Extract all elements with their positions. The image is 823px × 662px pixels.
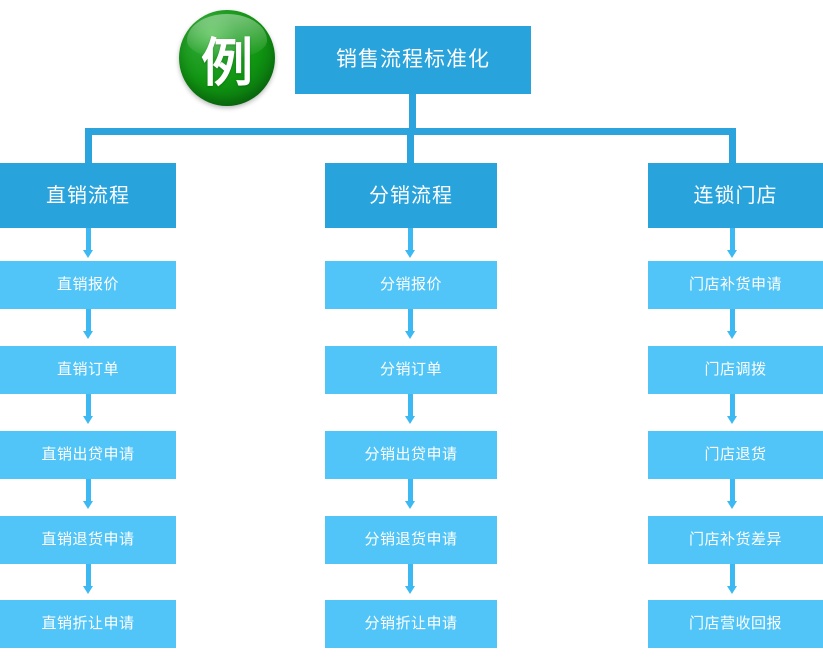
step-node-3-3[interactable]: 门店退货 — [648, 431, 823, 479]
step-node-3-2-label: 门店调拨 — [704, 360, 767, 378]
step-node-1-3-label: 直销出贷申请 — [41, 445, 135, 463]
connector-2-2 — [408, 394, 413, 419]
step-node-2-1-label: 分销报价 — [379, 275, 442, 293]
step-node-2-2-label: 分销订单 — [379, 360, 442, 378]
step-node-3-5[interactable]: 门店营收回报 — [648, 600, 823, 648]
branch-node-1[interactable]: 直销流程 — [0, 163, 176, 228]
connector-2-3 — [408, 479, 413, 504]
connector-1-0 — [86, 228, 91, 253]
arrow-3-4 — [727, 586, 737, 594]
step-node-3-1[interactable]: 门店补货申请 — [648, 261, 823, 309]
root-node-label: 销售流程标准化 — [336, 48, 490, 72]
connector-2-4 — [408, 564, 413, 589]
arrow-2-2 — [405, 416, 415, 424]
step-node-3-4[interactable]: 门店补货差异 — [648, 516, 823, 564]
arrow-3-1 — [727, 331, 737, 339]
arrow-3-2 — [727, 416, 737, 424]
step-node-1-3[interactable]: 直销出贷申请 — [0, 431, 176, 479]
connector-2-1 — [408, 309, 413, 334]
step-node-1-1-label: 直销报价 — [56, 275, 119, 293]
arrow-1-4 — [83, 586, 93, 594]
step-node-2-3-label: 分销出贷申请 — [364, 445, 458, 463]
connector-root-stem — [409, 94, 416, 128]
connector-drop-branch-1 — [85, 128, 92, 163]
step-node-2-5-label: 分销折让申请 — [364, 614, 458, 632]
arrow-2-1 — [405, 331, 415, 339]
connector-1-2 — [86, 394, 91, 419]
branch-node-1-label: 直销流程 — [46, 184, 130, 207]
step-node-2-2[interactable]: 分销订单 — [325, 346, 497, 394]
step-node-2-5[interactable]: 分销折让申请 — [325, 600, 497, 648]
step-node-2-4[interactable]: 分销退货申请 — [325, 516, 497, 564]
arrow-1-3 — [83, 501, 93, 509]
step-node-2-3[interactable]: 分销出贷申请 — [325, 431, 497, 479]
example-badge-character: 例 — [200, 33, 253, 94]
step-node-3-2[interactable]: 门店调拨 — [648, 346, 823, 394]
root-node[interactable]: 销售流程标准化 — [295, 26, 531, 94]
arrow-1-0 — [83, 250, 93, 258]
branch-node-2-label: 分销流程 — [369, 184, 453, 207]
connector-3-3 — [730, 479, 735, 504]
step-node-1-4-label: 直销退货申请 — [41, 530, 135, 548]
step-node-2-1[interactable]: 分销报价 — [325, 261, 497, 309]
arrow-1-2 — [83, 416, 93, 424]
step-node-3-3-label: 门店退货 — [704, 445, 767, 463]
step-node-1-2-label: 直销订单 — [56, 360, 119, 378]
branch-node-3-label: 连锁门店 — [693, 184, 778, 207]
connector-1-4 — [86, 564, 91, 589]
connector-3-1 — [730, 309, 735, 334]
connector-3-4 — [730, 564, 735, 589]
connector-1-1 — [86, 309, 91, 334]
connector-1-3 — [86, 479, 91, 504]
step-node-3-5-label: 门店营收回报 — [688, 614, 782, 632]
step-node-1-1[interactable]: 直销报价 — [0, 261, 176, 309]
branch-node-3[interactable]: 连锁门店 — [648, 163, 823, 228]
arrow-2-0 — [405, 250, 415, 258]
step-node-1-5-label: 直销折让申请 — [41, 614, 135, 632]
arrow-3-3 — [727, 501, 737, 509]
step-node-1-5[interactable]: 直销折让申请 — [0, 600, 176, 648]
arrow-3-0 — [727, 250, 737, 258]
step-node-3-4-label: 门店补货差异 — [688, 530, 782, 548]
example-badge-icon: 例 — [179, 10, 275, 106]
step-node-1-2[interactable]: 直销订单 — [0, 346, 176, 394]
connector-drop-branch-3 — [729, 128, 736, 163]
step-node-3-1-label: 门店补货申请 — [688, 275, 782, 293]
arrow-2-4 — [405, 586, 415, 594]
arrow-1-1 — [83, 331, 93, 339]
connector-3-0 — [730, 228, 735, 253]
step-node-2-4-label: 分销退货申请 — [364, 530, 458, 548]
step-node-1-4[interactable]: 直销退货申请 — [0, 516, 176, 564]
connector-2-0 — [408, 228, 413, 253]
connector-3-2 — [730, 394, 735, 419]
arrow-2-3 — [405, 501, 415, 509]
connector-drop-branch-2 — [407, 128, 414, 163]
branch-node-2[interactable]: 分销流程 — [325, 163, 497, 228]
